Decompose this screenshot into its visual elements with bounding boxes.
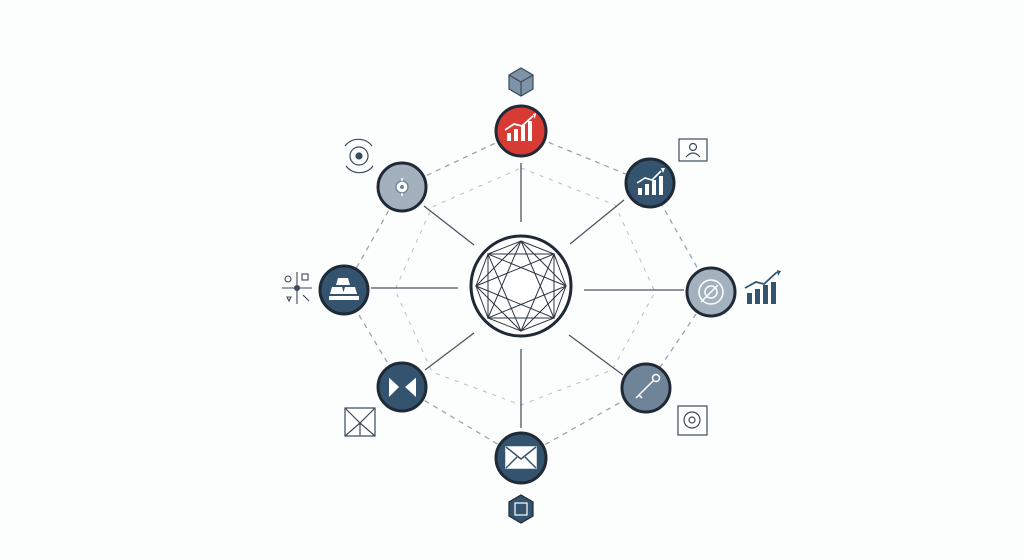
bar-chart-up-icon xyxy=(504,113,536,141)
envelope-icon xyxy=(505,446,537,469)
node-lower-left[interactable] xyxy=(376,361,428,413)
envelope-icon xyxy=(388,376,417,397)
at-sign-icon xyxy=(677,405,708,436)
node-left[interactable] xyxy=(318,264,370,316)
gold-bars-icon xyxy=(329,278,359,300)
node-top[interactable] xyxy=(494,104,548,158)
node-right[interactable] xyxy=(685,266,737,318)
cube-icon xyxy=(508,67,534,97)
key-icon xyxy=(635,373,661,399)
wireframe-box-icon xyxy=(344,407,376,437)
hub-spokes xyxy=(371,163,684,428)
target-icon xyxy=(698,279,724,305)
refresh-circle-icon xyxy=(344,138,374,174)
small-bar-chart-icon xyxy=(744,270,781,304)
settings-icon xyxy=(395,178,409,196)
node-bottom[interactable] xyxy=(494,431,548,485)
geometric-star-icon xyxy=(474,240,568,333)
hub-node xyxy=(469,234,573,338)
node-lower-right[interactable] xyxy=(620,362,672,414)
profile-card-icon xyxy=(678,138,708,162)
bar-chart-up-icon xyxy=(636,168,665,195)
node-upper-right[interactable] xyxy=(624,157,676,209)
hexagon-icon xyxy=(508,494,534,524)
node-upper-left[interactable] xyxy=(376,161,428,213)
crosshair-tools-icon xyxy=(282,272,312,304)
